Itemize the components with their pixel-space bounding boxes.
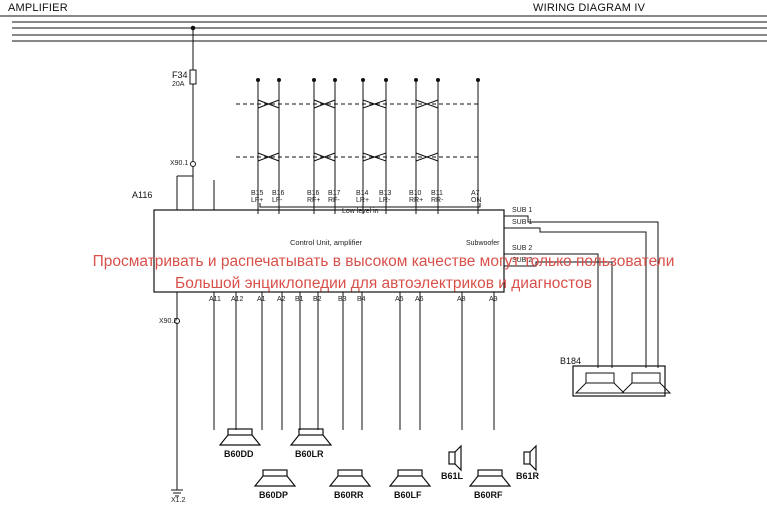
speaker-0: B60DD [224,449,254,459]
bottom-pin-8: B4 [357,296,366,303]
top-pin-1: B16 [272,190,285,197]
top-pin-5: B13 [379,190,392,197]
bottom-pin-1: A11 [209,296,221,303]
top-pin-signal-2: RF+ [307,197,321,204]
top-pin-signal-0: LF+ [251,197,264,204]
bottom-pin-9: A5 [395,296,404,303]
top-pin-3: B17 [328,190,341,197]
low-level-label: Low level in [342,208,379,215]
sub-pin-0: SUB 1 [512,207,533,214]
bottom-pin-10: A6 [415,296,424,303]
diagram-title: WIRING DIAGRAM IV [533,2,646,14]
subwoofer-box-label: B184 [560,356,582,366]
watermark-line-2: Большой энциклопедии для автоэлектриков … [175,275,592,292]
top-pin-6: B10 [409,190,422,197]
sub-pin-3: SUB 2 [512,257,533,264]
bottom-pin-11: A8 [457,296,466,303]
top-pin-signal-5: LR- [379,197,391,204]
subwoofer-label: Subwoofer [466,240,500,247]
speaker-1: B60DP [259,490,289,500]
top-pin-4: B14 [356,190,369,197]
sub-pin-2: SUB 2 [512,245,533,252]
bottom-pin-12: A9 [489,296,498,303]
top-pin-signal-3: RF- [328,197,340,204]
amp-name-label: Control Unit, amplifier [290,238,363,247]
speaker-5: B61L [441,471,464,481]
sub-pin-1: SUB 1 [512,219,533,226]
bottom-pin-5: B1 [295,296,304,303]
speaker-6: B60RF [474,490,503,500]
speaker-3: B60RR [334,490,364,500]
top-pin-7: B11 [431,190,443,197]
top-pin-signal-1: LF- [272,197,283,204]
bottom-pin-2: A12 [231,296,244,303]
bottom-pin-4: A2 [277,296,286,303]
top-pin-signal-8: ON [471,197,482,204]
fuse-label: F34 [172,70,188,80]
connector-x2-label: X90.2 [159,318,178,325]
tweeter-body-7 [523,451,531,465]
connector-x1-label: X90.1 [170,160,189,167]
speaker-4: B60LF [394,490,422,500]
ground-label: X1.2 [171,497,186,504]
top-pin-signal-4: LR+ [356,197,370,204]
amp-unit-label: A116 [132,190,153,200]
diagram-section-title: AMPLIFIER [8,2,68,14]
fuse-rating: 20A [172,81,185,88]
watermark-line-1: Просматривать и распечатывать в высоком … [92,253,675,270]
top-pin-signal-7: RR- [431,197,444,204]
top-pin-0: B15 [251,190,264,197]
bottom-pin-3: A1 [257,296,266,303]
top-pin-8: A7 [471,190,480,197]
tweeter-body-5 [448,451,456,465]
bottom-pin-7: B3 [338,296,347,303]
top-pin-2: B16 [307,190,320,197]
speaker-7: B61R [516,471,540,481]
speaker-2: B60LR [295,449,324,459]
bottom-pin-6: B2 [313,296,322,303]
top-pin-signal-6: RR+ [409,197,424,204]
